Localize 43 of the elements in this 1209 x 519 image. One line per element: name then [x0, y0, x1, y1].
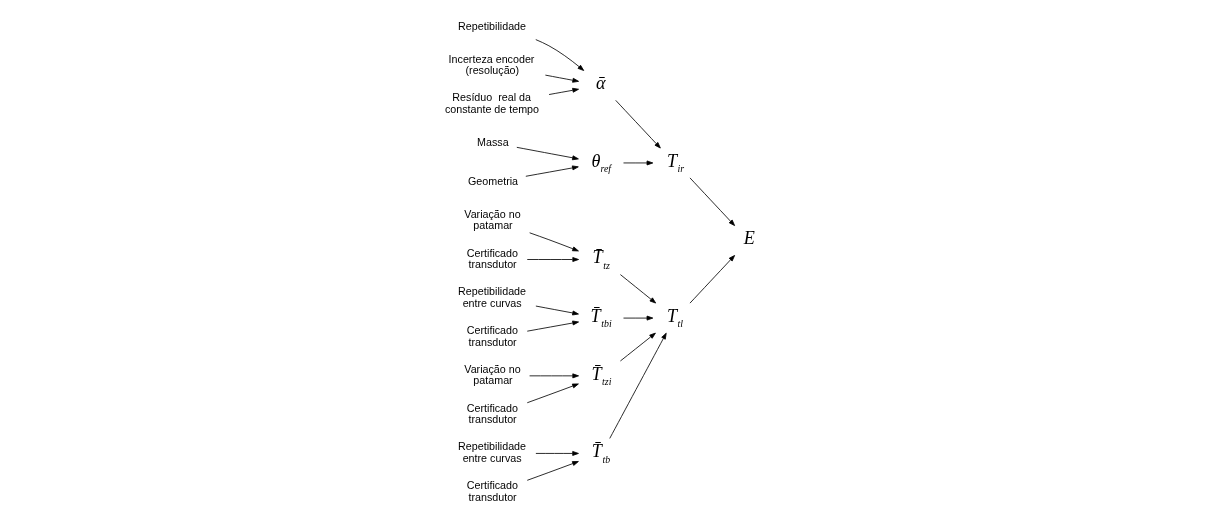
arrow: [614, 99, 661, 149]
arrow: [526, 383, 579, 404]
arrow: [619, 274, 656, 304]
arrow: [689, 177, 735, 227]
arrow: [619, 332, 656, 362]
arrow: [534, 39, 584, 71]
arrow: [526, 257, 579, 262]
node-text: Variação no patamar: [463, 362, 521, 387]
arrow: [622, 160, 653, 166]
node-text: Repetibilidade entre curvas: [457, 440, 526, 465]
node-text: Repetibilidade: [457, 19, 526, 32]
arrow: [534, 305, 579, 316]
arrow: [528, 373, 579, 379]
arrow: [528, 232, 579, 252]
arrow: [544, 74, 579, 83]
node-text: Repetibilidade entre curvas: [457, 285, 526, 309]
node-text: E: [743, 228, 755, 249]
arrow: [524, 165, 579, 177]
node-text: T̄$_{tz}$: [592, 247, 610, 271]
arrow: [526, 320, 579, 332]
node-text: Geometria: [467, 174, 518, 187]
node-text: T̄$_{tb}$: [591, 441, 610, 465]
arrow: [526, 461, 579, 481]
node-text: Certificado transdutor: [466, 324, 518, 348]
node-text: T$_{tl}$: [666, 305, 683, 330]
node-text: Certificado transdutor: [466, 479, 518, 503]
node-text: Massa: [476, 135, 509, 148]
arrow: [515, 146, 579, 161]
arrow: [622, 315, 653, 321]
node-text: Certificado transdutor: [466, 246, 518, 271]
node-text: T$_{ir}$: [666, 150, 684, 175]
node-text: T̄$_{tzi}$: [590, 363, 611, 388]
node-text: ᾱ: [595, 73, 605, 94]
node-text: Variação no patamar: [463, 207, 521, 232]
node-text: θ$_{ref}$: [590, 150, 611, 175]
node-text: T̄$_{tbi}$: [590, 305, 612, 330]
node-text: Incerteza encoder (resolução): [448, 52, 534, 77]
node-text: Certificado transdutor: [466, 401, 518, 426]
arrow: [689, 255, 735, 304]
arrow: [548, 87, 579, 95]
arrow: [608, 332, 667, 439]
node-text: Resíduo real da constante de tempo: [444, 91, 539, 115]
arrow: [534, 451, 579, 456]
